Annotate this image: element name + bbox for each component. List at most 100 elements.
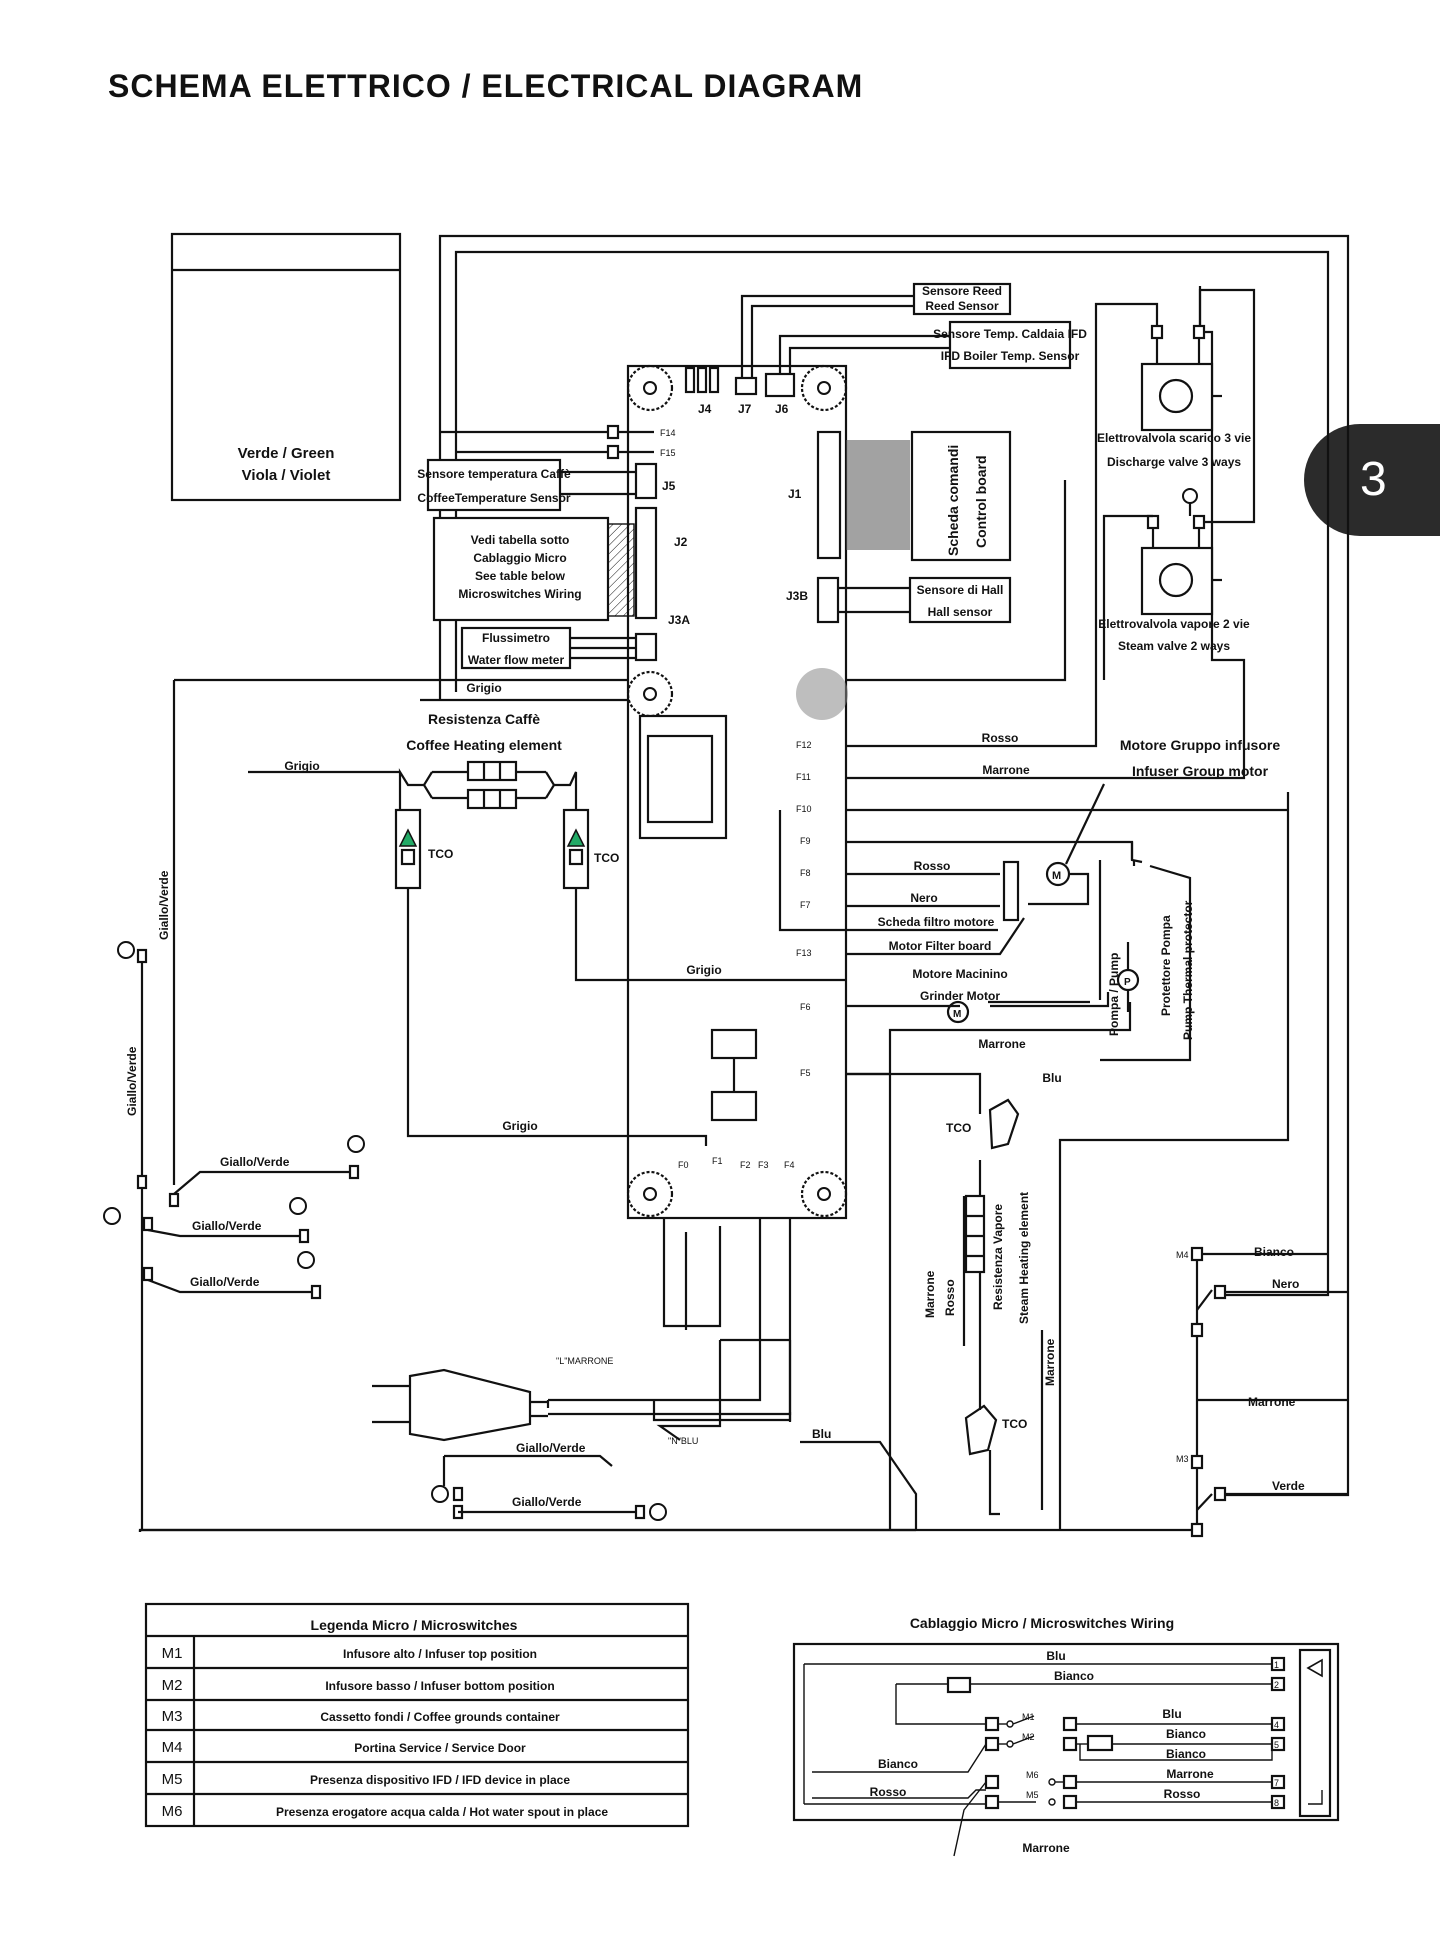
label-j3a: J3A — [668, 613, 690, 627]
svg-text:TCO: TCO — [428, 847, 453, 861]
svg-text:Discharge valve 3 ways: Discharge valve 3 ways — [1107, 455, 1241, 469]
label-j5: J5 — [662, 479, 676, 493]
label-j4: J4 — [698, 402, 712, 416]
svg-text:Blu: Blu — [1042, 1071, 1061, 1085]
pin-2: 2 — [1274, 1680, 1279, 1690]
page-title: SCHEMA ELETTRICO / ELECTRICAL DIAGRAM — [108, 68, 864, 104]
frame-wires — [138, 234, 1350, 1532]
wiring-title: Cablaggio Micro / Microswitches Wiring — [910, 1615, 1174, 1631]
legend-code-5: M5 — [162, 1771, 183, 1788]
wire-label-grigio-1: Grigio — [466, 681, 501, 695]
svg-text:Steam valve 2 ways: Steam valve 2 ways — [1118, 639, 1230, 653]
svg-text:Giallo/Verde: Giallo/Verde — [220, 1155, 290, 1169]
pump-protector: Protettore Pompa Pump Thermal protector — [1130, 842, 1195, 1040]
svg-text:Blu: Blu — [1046, 1649, 1065, 1663]
svg-text:Rosso: Rosso — [943, 1279, 957, 1316]
control-board-label: Scheda comandi Control board — [910, 430, 1012, 562]
svg-text:M1: M1 — [1022, 1712, 1035, 1722]
svg-text:Marrone: Marrone — [1166, 1767, 1214, 1781]
label-f5: F5 — [800, 1068, 811, 1078]
svg-text:Giallo/Verde: Giallo/Verde — [157, 870, 171, 940]
svg-text:M: M — [1052, 870, 1061, 882]
svg-text:Scheda filtro motore: Scheda filtro motore — [878, 915, 995, 929]
legend-desc-4: Portina Service / Service Door — [354, 1741, 526, 1755]
label-f12: F12 — [796, 740, 812, 750]
label-f9: F9 — [800, 836, 811, 846]
label-f11: F11 — [796, 772, 811, 782]
legend-code-1: M1 — [162, 1645, 183, 1662]
svg-text:M4: M4 — [1176, 1250, 1189, 1260]
svg-text:Nero: Nero — [1272, 1277, 1299, 1291]
pin-1: 1 — [1274, 1660, 1279, 1670]
hall-sensor: Sensore di Hall Hall sensor — [838, 576, 1012, 624]
pump: P Pompa / Pump — [1107, 942, 1140, 1036]
steam-heating-element: TCO Resistenza Vapore Steam Heating elem… — [923, 1098, 1057, 1516]
svg-text:Cablaggio Micro: Cablaggio Micro — [473, 551, 566, 565]
svg-text:Motore Macinino: Motore Macinino — [912, 967, 1007, 981]
svg-text:Rosso: Rosso — [1164, 1787, 1201, 1801]
svg-text:Marrone: Marrone — [1043, 1338, 1057, 1386]
motor-filter-board: Scheda filtro motore Motor Filter board — [878, 860, 1020, 953]
svg-text:Bianco: Bianco — [1166, 1747, 1206, 1761]
svg-text:Bianco: Bianco — [1254, 1245, 1294, 1259]
svg-text:Giallo/Verde: Giallo/Verde — [516, 1441, 586, 1455]
svg-text:TCO: TCO — [946, 1121, 971, 1135]
svg-text:Protettore Pompa: Protettore Pompa — [1159, 915, 1173, 1016]
microswitch-wiring: Cablaggio Micro / Microswitches Wiring 1… — [792, 1615, 1340, 1857]
pin-7: 7 — [1274, 1778, 1279, 1788]
legend-code-6: M6 — [162, 1803, 183, 1820]
label-j1: J1 — [788, 487, 802, 501]
page-number-tab: 3 — [1304, 424, 1440, 536]
coffee-heating-element: Resistenza Caffè Coffee Heating element — [248, 711, 578, 810]
switch-m4: M4 Bianco Nero Marrone — [1176, 1245, 1348, 1456]
page-number: 3 — [1360, 453, 1387, 506]
svg-text:Sensore di Hall: Sensore di Hall — [917, 583, 1004, 597]
svg-text:Sensore Temp. Caldaia IFD: Sensore Temp. Caldaia IFD — [933, 327, 1087, 341]
svg-text:Grinder Motor: Grinder Motor — [920, 989, 1000, 1003]
tco-left: TCO — [394, 808, 708, 1146]
ifd-boiler-sensor: Sensore Temp. Caldaia IFD IFD Boiler Tem… — [778, 320, 1087, 374]
svg-text:Rosso: Rosso — [914, 859, 951, 873]
svg-text:Marrone: Marrone — [978, 1037, 1026, 1051]
switch-m3: M3 Verde — [1176, 1454, 1348, 1538]
legend-desc-1: Infusore alto / Infuser top position — [343, 1647, 537, 1661]
svg-text:Elettrovalvola vapore 2 vie: Elettrovalvola vapore 2 vie — [1098, 617, 1250, 631]
svg-text:TCO: TCO — [1002, 1417, 1027, 1431]
svg-text:Elettrovalvola scarico 3 vie: Elettrovalvola scarico 3 vie — [1097, 431, 1251, 445]
label-j3b: J3B — [786, 589, 808, 603]
svg-text:Resistenza Vapore: Resistenza Vapore — [991, 1204, 1005, 1310]
svg-text:Bianco: Bianco — [1166, 1727, 1206, 1741]
svg-text:TCO: TCO — [594, 851, 619, 865]
ground-wiring: Giallo/Verde Giallo/Verde Giallo/Verde G… — [103, 870, 365, 1530]
right-wire-labels: Rosso Marrone Rosso Nero Marrone Blu — [910, 731, 1061, 1085]
legend-code-2: M2 — [162, 1677, 183, 1694]
label-f0: F0 — [678, 1160, 689, 1170]
svg-text:M3: M3 — [1176, 1454, 1189, 1464]
label-f8: F8 — [800, 868, 811, 878]
grinder-motor: Motore Macinino Grinder Motor M — [912, 967, 1008, 1024]
svg-text:IFD Boiler Temp. Sensor: IFD Boiler Temp. Sensor — [941, 349, 1080, 363]
label-f15: F15 — [660, 448, 676, 458]
pin-4: 4 — [1274, 1720, 1279, 1730]
label-f4: F4 — [784, 1160, 795, 1170]
label-f7: F7 — [800, 900, 811, 910]
svg-text:Motor Filter board: Motor Filter board — [889, 939, 992, 953]
label-f2: F2 — [740, 1160, 751, 1170]
label-f6: F6 — [800, 1002, 811, 1012]
pin-8: 8 — [1274, 1798, 1279, 1808]
label-j2: J2 — [674, 535, 688, 549]
svg-text:Blu: Blu — [812, 1427, 831, 1441]
svg-text:Resistenza Caffè: Resistenza Caffè — [428, 711, 540, 727]
discharge-valve: Elettrovalvola scarico 3 vie Discharge v… — [1094, 288, 1256, 524]
pin-5: 5 — [1274, 1740, 1279, 1750]
mains-wiring: "L"MARRONE "N"BLU Blu Giallo/Verde Giall… — [372, 1218, 918, 1530]
legend-desc-5: Presenza dispositivo IFD / IFD device in… — [310, 1773, 570, 1787]
label-f10: F10 — [796, 804, 812, 814]
svg-text:M5: M5 — [1026, 1790, 1039, 1800]
legend-title: Legenda Micro / Microswitches — [311, 1617, 518, 1633]
svg-text:Giallo/Verde: Giallo/Verde — [192, 1219, 262, 1233]
color-key-box: Verde / Green Viola / Violet — [170, 232, 402, 502]
connector-labels: J4 J7 J6 J1 J5 J2 J3A J3B F14 F15 F12 F1… — [660, 402, 812, 1170]
svg-text:Water flow meter: Water flow meter — [468, 653, 565, 667]
